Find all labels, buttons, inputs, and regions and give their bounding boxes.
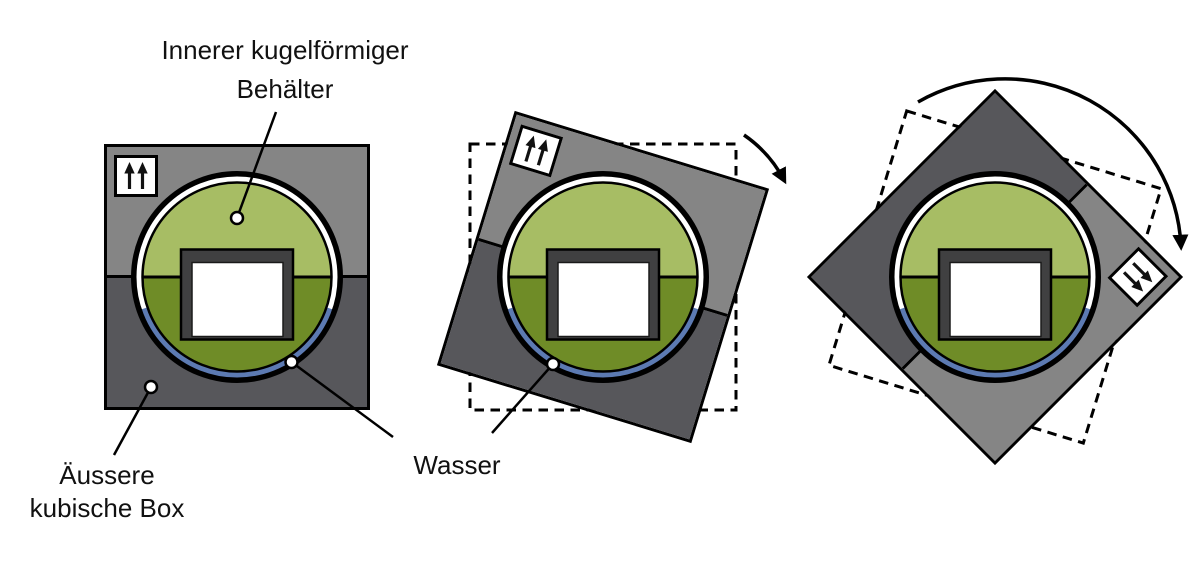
up-arrows-icon — [113, 154, 158, 197]
outer-box-label: Äussere kubische Box — [7, 459, 207, 525]
leader-line-water-left — [290, 360, 394, 439]
leader-line-inner-container — [235, 111, 278, 219]
outer-box-dot — [143, 379, 159, 395]
water-label: Wasser — [413, 450, 501, 480]
leader-line-outer-box — [112, 386, 153, 456]
outer-box-label-line2: kubische Box — [29, 493, 185, 523]
clockwise-arrow-small — [743, 133, 787, 185]
outer-box-label-line1: Äussere — [59, 460, 155, 490]
inner-container-label-line2: Behälter — [236, 74, 334, 104]
water-dot-middle — [545, 356, 561, 372]
inner-container-label: Innerer kugelförmiger Behälter — [135, 31, 435, 109]
inner-container-label-line1: Innerer kugelförmiger — [161, 35, 409, 65]
leader-line-water-right — [491, 363, 554, 434]
inner-container-dot — [229, 210, 245, 226]
clockwise-arrow-large — [917, 77, 1189, 251]
water-dot-left — [284, 354, 299, 370]
